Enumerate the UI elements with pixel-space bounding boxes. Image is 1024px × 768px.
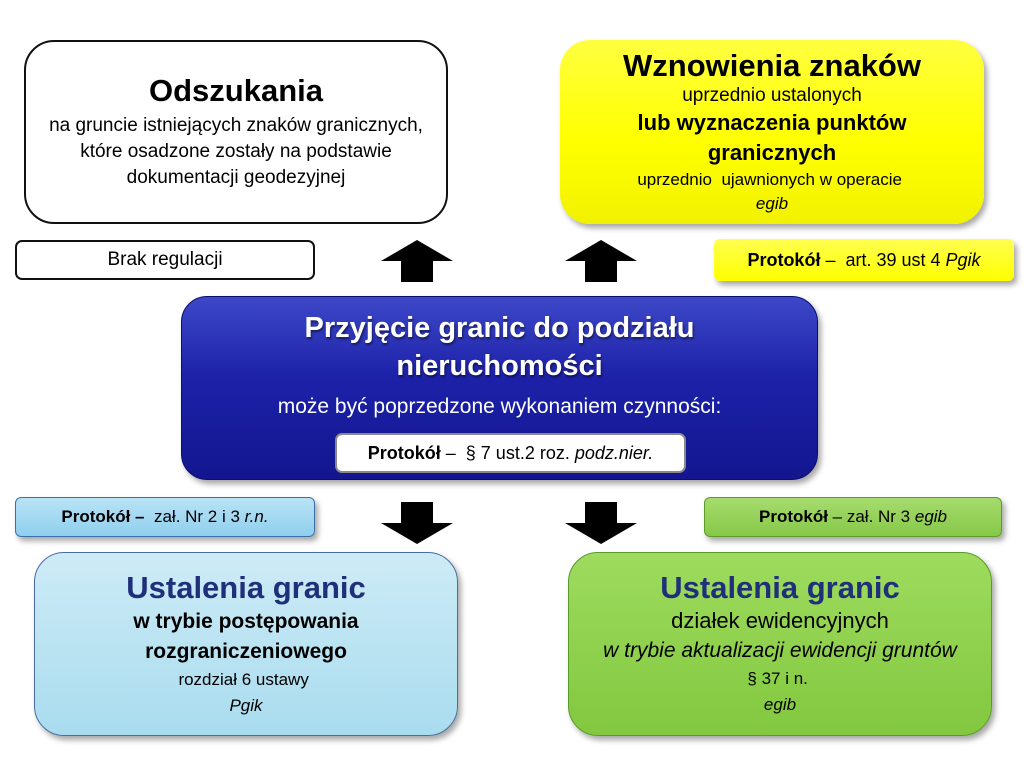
box-wznowienia-line3-italic: egib <box>755 194 789 213</box>
box-ustalenia-ewidencja-line3-italic: egib <box>763 695 797 714</box>
box-ustalenia-ewidencja-line3: § 37 i n. egib <box>747 669 813 714</box>
box-wznowienia-line2: lub wyznaczenia punktów granicznych <box>637 110 907 165</box>
box-ustalenia-rozgraniczenie-line1: w trybie postępowania rozgraniczeniowego <box>133 610 359 663</box>
box-ustalenia-ewidencja-line2: w trybie aktualizacji ewidencji gruntów <box>603 639 957 662</box>
label-brak-regulacji-text: Brak regulacji <box>107 249 223 270</box>
protocol-bottom-right-italic: egib <box>914 507 947 526</box>
box-ustalenia-rozgraniczenie-title: Ustalenia granic <box>126 570 366 605</box>
protocol-top-right-bold: Protokół <box>747 249 821 270</box>
protocol-top-right: Protokół – art. 39 ust 4 Pgik <box>714 239 1014 281</box>
box-wznowienia-title: Wznowienia znaków <box>623 48 921 83</box>
protocol-bottom-right-text: – zał. Nr 3 <box>827 507 915 526</box>
box-ustalenia-rozgraniczenie: Ustalenia granic w trybie postępowania r… <box>34 552 458 736</box>
protocol-bottom-right: Protokół – zał. Nr 3 egib <box>704 497 1002 537</box>
arrow-down-left <box>381 502 453 544</box>
box-odszukania-title: Odszukania <box>149 73 323 108</box>
box-odszukania-text: na gruncie istniejących znaków graniczny… <box>49 115 423 188</box>
arrow-up-right <box>565 240 637 282</box>
box-przyjecie-granic-title: Przyjęcie granic do podziału nieruchomoś… <box>304 312 695 382</box>
box-ustalenia-ewidencja-title: Ustalenia granic <box>660 570 900 605</box>
protocol-bottom-left-bold: Protokół – <box>61 507 145 526</box>
box-ustalenia-ewidencja-line1: działek ewidencyjnych <box>671 608 889 633</box>
box-wznowienia: Wznowienia znaków uprzednio ustalonych l… <box>560 40 984 224</box>
protocol-top-right-italic: Pgik <box>945 249 981 270</box>
box-wznowienia-line3: uprzednio ujawnionych w operacie egib <box>637 170 907 213</box>
box-wznowienia-line1: uprzednio ustalonych <box>682 85 862 106</box>
protocol-center-text: – § 7 ust.2 roz. <box>440 442 575 463</box>
protocol-bottom-left-text: zał. Nr 2 i 3 <box>144 507 245 526</box>
box-odszukania: Odszukania na gruncie istniejących znakó… <box>24 40 448 224</box>
box-przyjecie-granic-subtitle: może być poprzedzone wykonaniem czynnośc… <box>277 395 722 418</box>
box-ustalenia-rozgraniczenie-line2: rozdział 6 ustawy Pgik <box>178 670 314 715</box>
label-brak-regulacji: Brak regulacji <box>15 240 315 280</box>
protocol-bottom-right-bold: Protokół <box>758 507 828 526</box>
protocol-bottom-left: Protokół – zał. Nr 2 i 3 r.n. <box>15 497 315 537</box>
box-ustalenia-rozgraniczenie-line2-italic: Pgik <box>229 696 263 715</box>
protocol-center-bold: Protokół <box>367 442 441 463</box>
protocol-bottom-left-italic: r.n. <box>244 507 269 526</box>
protocol-top-right-text: – art. 39 ust 4 <box>820 249 946 270</box>
protocol-center: Protokół – § 7 ust.2 roz. podz.nier. <box>335 433 686 473</box>
protocol-center-italic: podz.nier. <box>574 442 654 463</box>
box-ustalenia-ewidencja: Ustalenia granic działek ewidencyjnych w… <box>568 552 992 736</box>
arrow-up-left <box>381 240 453 282</box>
arrow-down-right <box>565 502 637 544</box>
